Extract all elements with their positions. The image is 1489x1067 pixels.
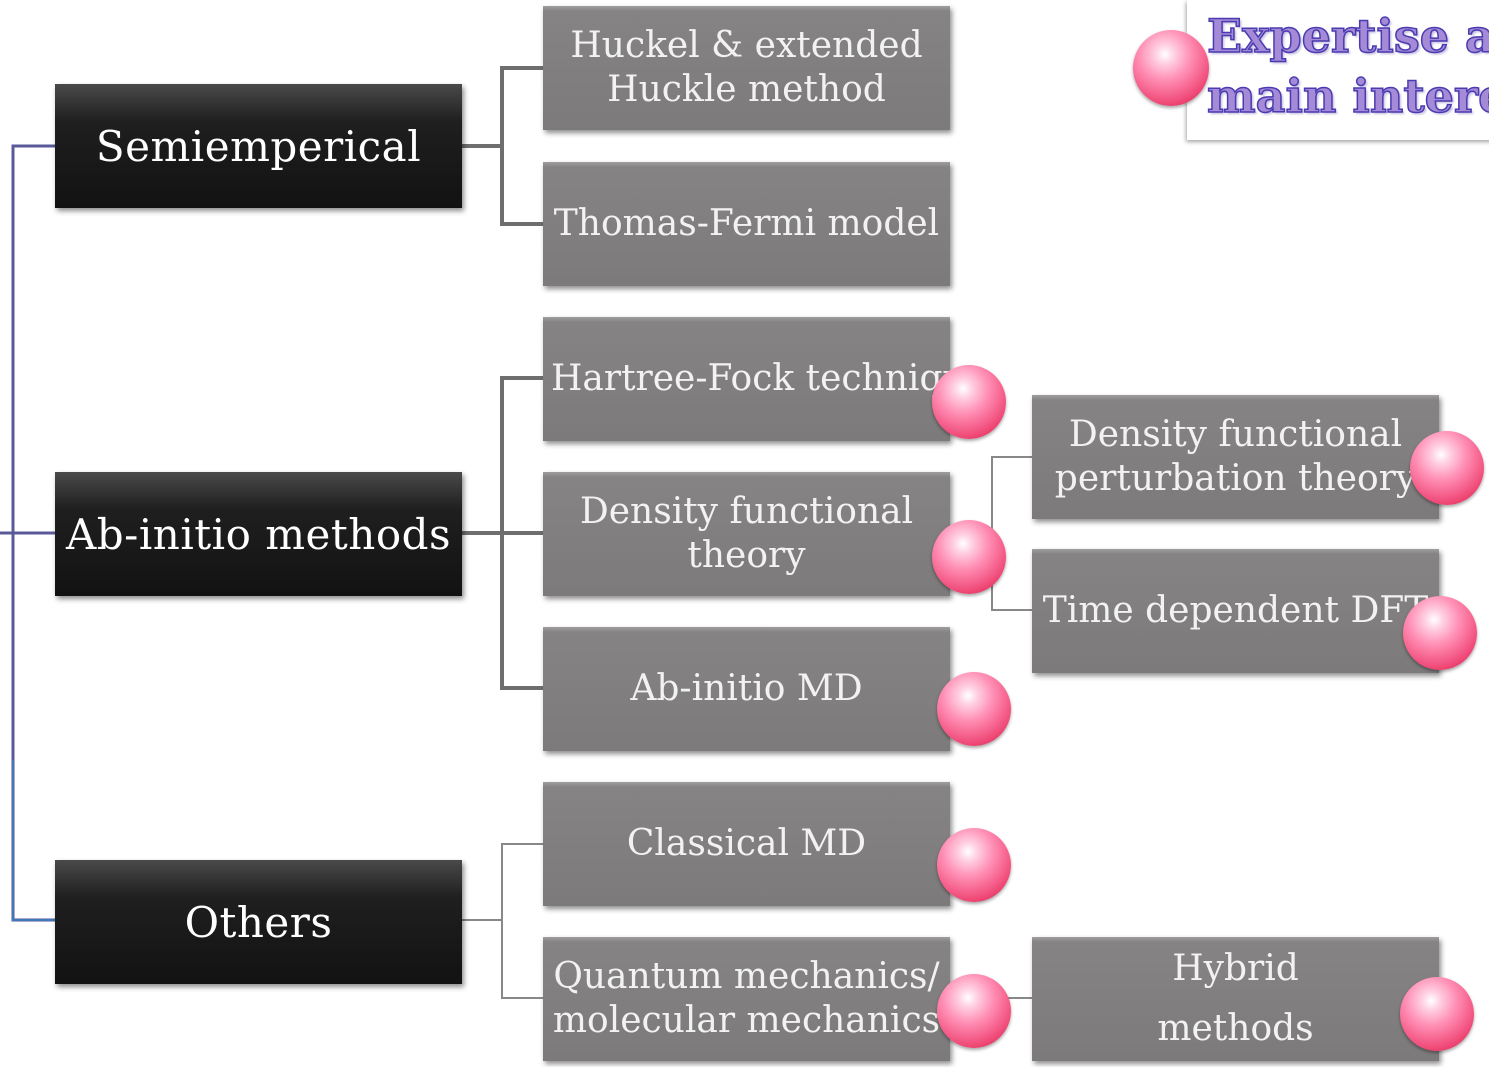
method-tddft: Time dependent DFT xyxy=(1032,549,1439,673)
category-abinitio-label: Ab-initio methods xyxy=(65,509,452,559)
classical-md-marker-icon xyxy=(937,828,1011,902)
method-huckel: Huckel & extended Huckle method xyxy=(543,6,950,130)
abinitio-connector xyxy=(462,376,545,690)
method-tddft-label: Time dependent DFT xyxy=(1042,590,1429,631)
method-dfpt-line1: Density functional xyxy=(1068,414,1403,455)
method-dfpt-line2: perturbation theory xyxy=(1054,458,1417,499)
hybrid-marker-icon xyxy=(1400,977,1474,1051)
category-others-label: Others xyxy=(184,897,333,947)
method-huckel-line1: Huckel & extended xyxy=(570,25,923,66)
others-connector xyxy=(462,843,545,999)
dfpt-marker-icon xyxy=(1410,431,1484,505)
category-others: Others xyxy=(55,860,462,984)
method-abinitio-md-label: Ab-initio MD xyxy=(630,668,863,709)
method-hartree-fock: Hartree-Fock technique xyxy=(543,317,950,441)
method-hartree-fock-label: Hartree-Fock technique xyxy=(551,358,950,399)
method-dft: Density functional theory xyxy=(543,472,950,596)
method-abinitio-md: Ab-initio MD xyxy=(543,627,950,751)
method-dft-line1: Density functional xyxy=(579,491,914,532)
method-classical-md: Classical MD xyxy=(543,782,950,906)
method-classical-md-label: Classical MD xyxy=(626,823,867,864)
title-marker-icon xyxy=(1133,30,1209,106)
method-dft-line2: theory xyxy=(687,535,806,576)
tddft-marker-icon xyxy=(1403,596,1477,670)
page-title-line2: main interes xyxy=(1206,68,1489,124)
method-thomas-fermi-label: Thomas-Fermi model xyxy=(553,203,940,244)
method-qmmm-line1: Quantum mechanics/ xyxy=(553,956,940,997)
dft-marker-icon xyxy=(932,520,1006,594)
root-connector-others xyxy=(12,760,55,921)
category-abinitio: Ab-initio methods xyxy=(55,472,462,596)
method-thomas-fermi: Thomas-Fermi model xyxy=(543,162,950,286)
page-title-line1: Expertise an xyxy=(1206,8,1489,64)
page-title: Expertise an main interes xyxy=(1206,6,1489,126)
method-dfpt: Density functional perturbation theory xyxy=(1032,395,1439,519)
method-hybrid-line2: methods xyxy=(1157,1008,1314,1049)
category-semiemperical-label: Semiemperical xyxy=(95,121,422,171)
category-semiemperical: Semiemperical xyxy=(55,84,462,208)
method-hybrid: Hybrid methods xyxy=(1032,937,1439,1061)
semi-connector xyxy=(462,66,545,226)
method-huckel-line2: Huckle method xyxy=(607,69,886,110)
hartree-fock-marker-icon xyxy=(932,365,1006,439)
method-qmmm: Quantum mechanics/ molecular mechanics xyxy=(543,937,950,1061)
method-qmmm-line2: molecular mechanics xyxy=(552,1000,941,1041)
qmmm-marker-icon xyxy=(937,974,1011,1048)
abinitio-md-marker-icon xyxy=(937,672,1011,746)
method-hybrid-line1: Hybrid xyxy=(1172,948,1299,989)
title-banner: Expertise an main interes xyxy=(1187,0,1489,140)
